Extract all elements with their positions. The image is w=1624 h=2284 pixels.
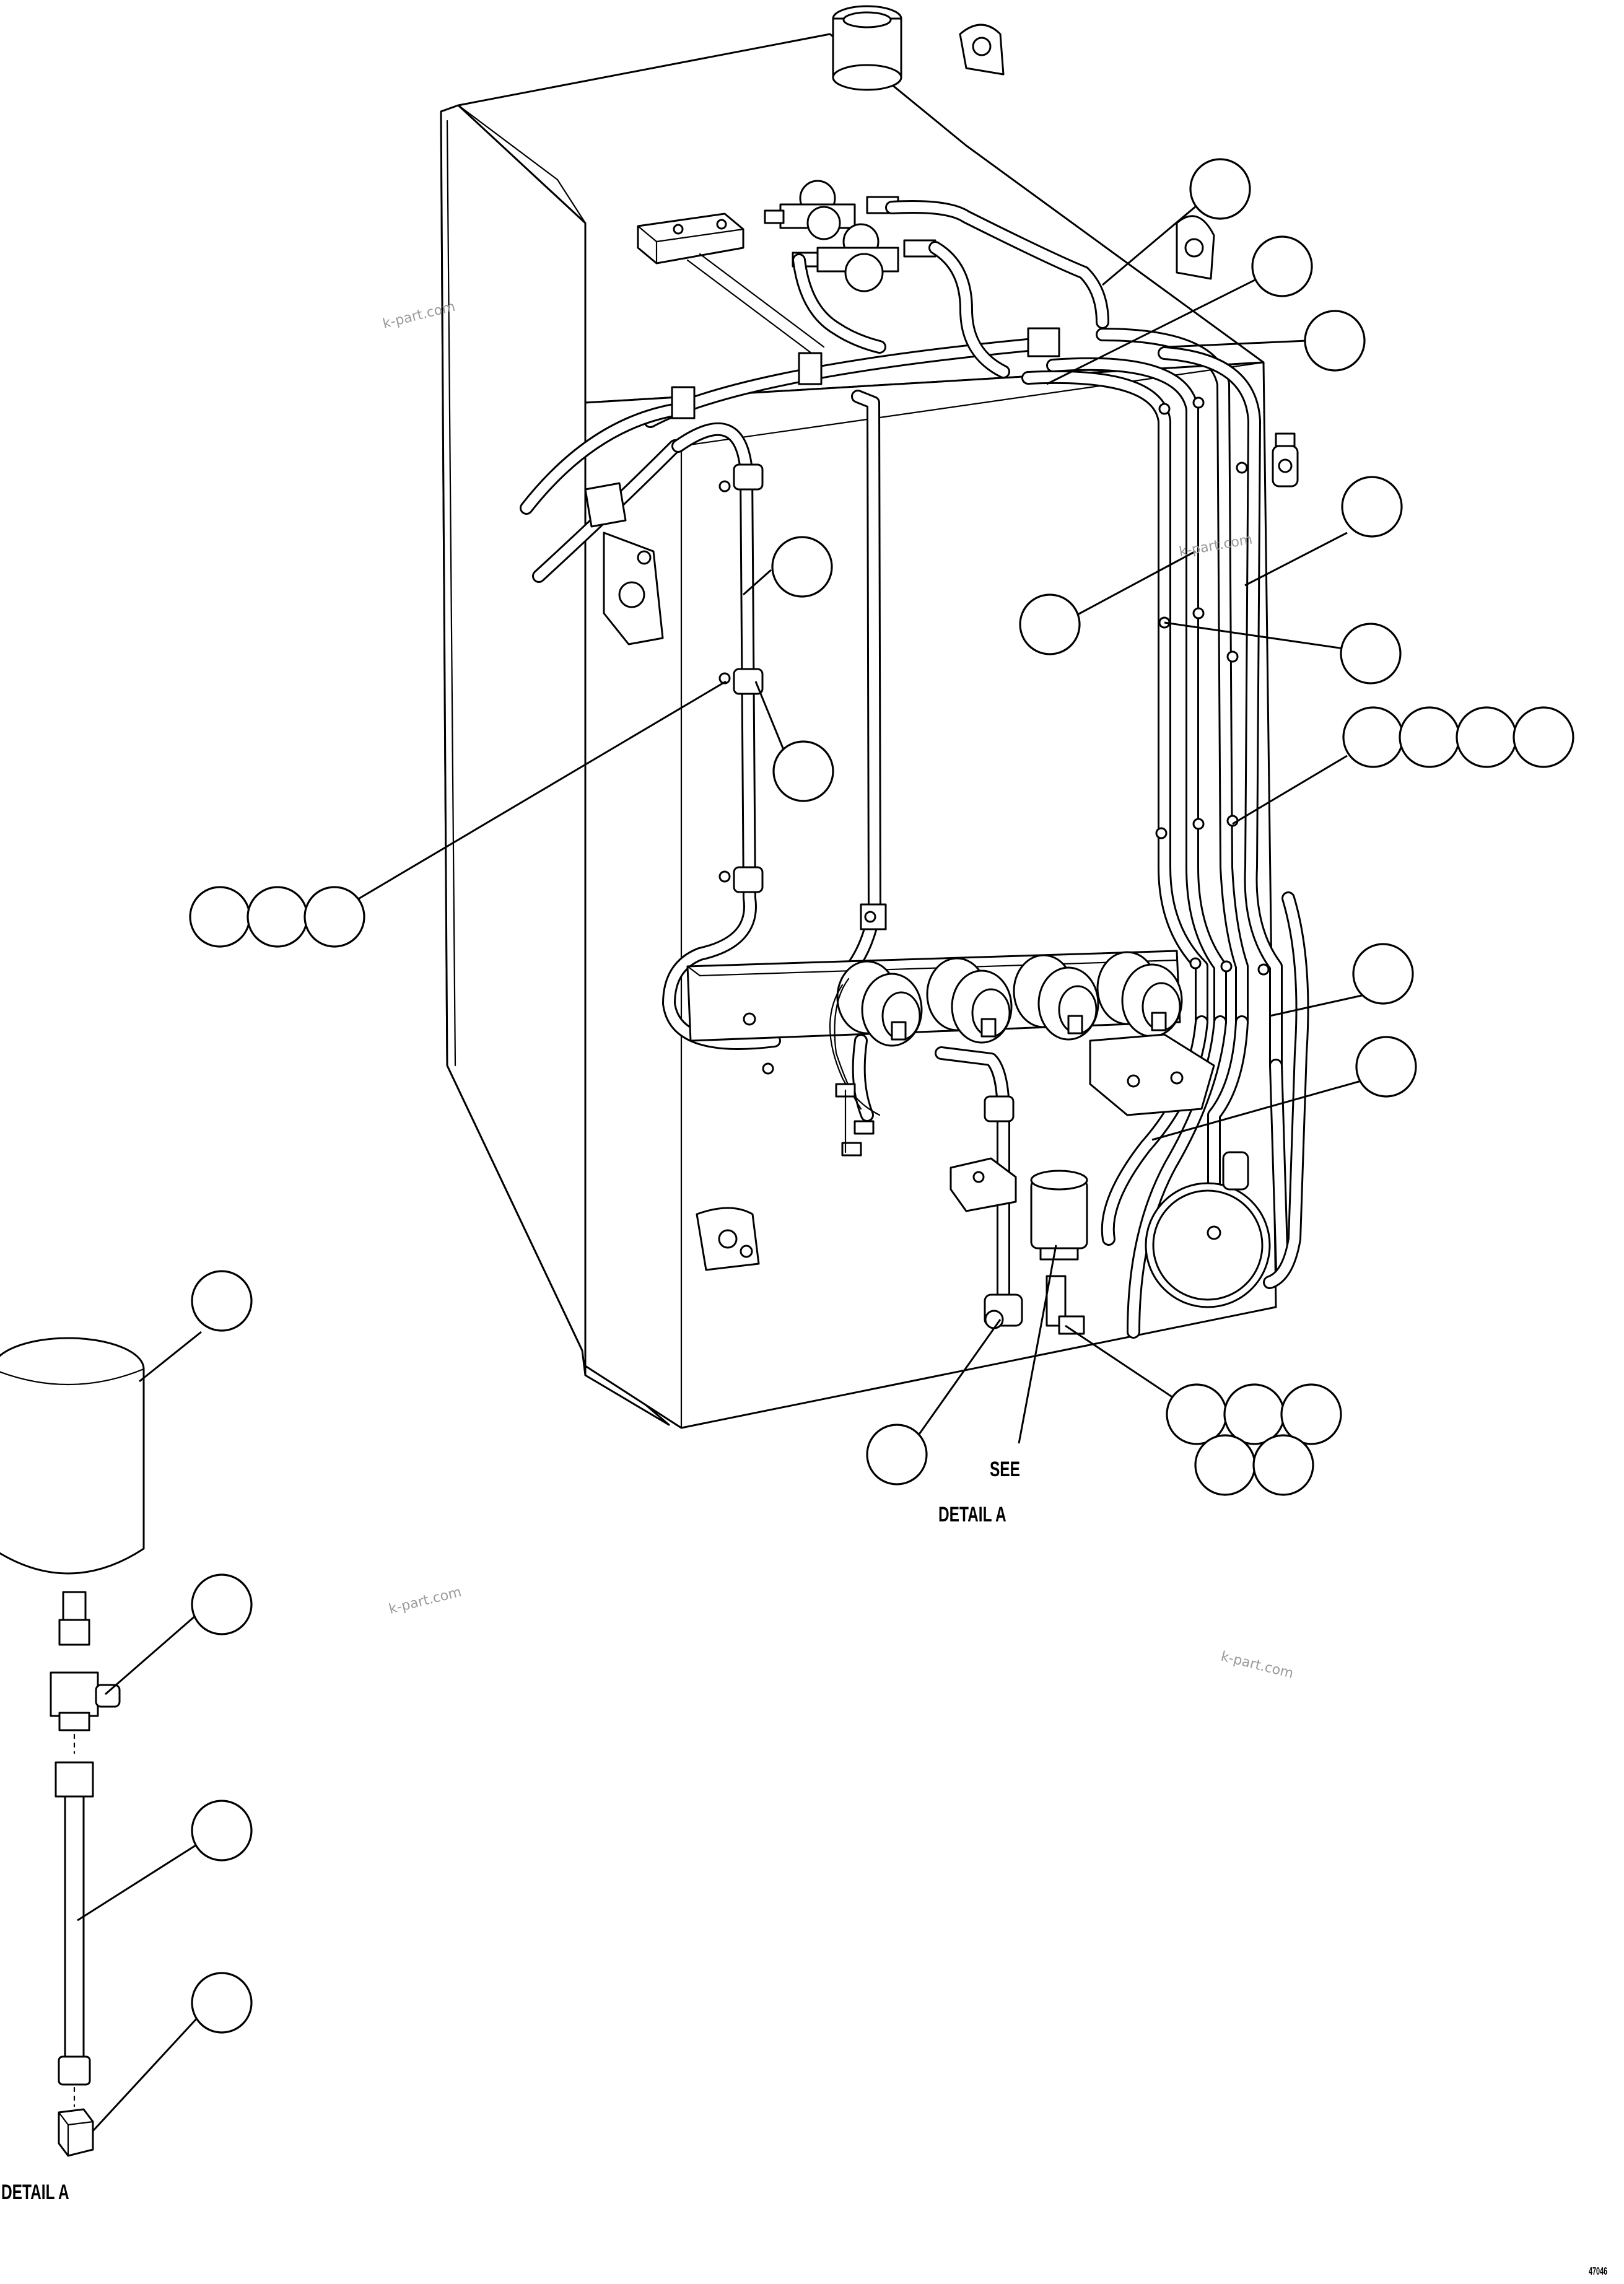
callout-bubble bbox=[1304, 310, 1366, 372]
callout-bubble bbox=[247, 886, 308, 948]
elbow-fitting bbox=[984, 1293, 1023, 1329]
callout-bubbles bbox=[189, 158, 1574, 2034]
callout-bubble bbox=[1280, 1383, 1342, 1445]
see-label: SEE bbox=[990, 1458, 1020, 1481]
wiring-harness bbox=[829, 978, 881, 1157]
callout-bubble bbox=[1194, 1434, 1256, 1496]
detail-a-connector bbox=[58, 2108, 94, 2157]
watermark: k-part.com bbox=[387, 1585, 463, 1617]
callout-bubble bbox=[1456, 706, 1517, 768]
watermark: k-part.com bbox=[1220, 1649, 1295, 1682]
callout-bubble bbox=[1513, 706, 1574, 768]
callout-bubble bbox=[1342, 706, 1404, 768]
callout-bubble bbox=[191, 1270, 253, 1332]
lower-bracket bbox=[950, 1157, 1017, 1212]
mounting-bracket bbox=[1089, 1033, 1215, 1116]
hydraulic-tank bbox=[440, 5, 1277, 1429]
solenoid-coil bbox=[836, 960, 923, 1047]
valve-assembly bbox=[764, 180, 936, 292]
callout-bubble bbox=[191, 1972, 253, 2034]
detail-a-filter bbox=[0, 1337, 145, 1575]
filler-neck bbox=[832, 5, 902, 91]
callout-bubble bbox=[1189, 158, 1251, 220]
callout-bubble bbox=[1340, 623, 1402, 685]
top-cover-plate bbox=[637, 212, 744, 265]
callout-bubble bbox=[772, 740, 834, 802]
callout-bubble bbox=[303, 886, 365, 948]
solenoid-coil bbox=[926, 957, 1013, 1044]
callout-bubble bbox=[1251, 235, 1313, 297]
detail-a-title: DETAIL A bbox=[1, 2181, 69, 2204]
callout-bubble bbox=[1019, 593, 1081, 655]
callout-bubble bbox=[191, 1800, 253, 1862]
solenoid-coil bbox=[1013, 954, 1099, 1041]
detail-a-tube bbox=[55, 1761, 94, 2086]
callout-bubble bbox=[1223, 1383, 1285, 1445]
callout-bubble bbox=[1352, 943, 1414, 1005]
callout-bubble bbox=[191, 1573, 253, 1635]
callout-bubble bbox=[1341, 476, 1403, 538]
lifting-eye bbox=[959, 24, 1005, 76]
side-fitting bbox=[1272, 432, 1299, 488]
tee-fitting bbox=[1046, 1275, 1085, 1335]
side-bracket bbox=[584, 482, 664, 645]
leader-lines bbox=[77, 185, 1382, 2132]
callout-bubble bbox=[1166, 1383, 1228, 1445]
tank-foot bbox=[696, 1207, 760, 1271]
callout-bubble bbox=[189, 886, 251, 948]
callout-bubble bbox=[1355, 1036, 1417, 1098]
lifting-eye bbox=[1176, 215, 1215, 280]
drawing-number: 47046 bbox=[1589, 2265, 1607, 2277]
callout-bubble bbox=[866, 1424, 928, 1485]
see-detail-label: DETAIL A bbox=[938, 1503, 1006, 1526]
return-filter-housing bbox=[1145, 1151, 1271, 1308]
detail-a-tee-fitting bbox=[50, 1591, 121, 1731]
accumulator bbox=[1030, 1170, 1088, 1261]
callout-bubble bbox=[1252, 1434, 1314, 1496]
callout-bubble bbox=[771, 536, 833, 598]
callout-bubble bbox=[1399, 706, 1460, 768]
solenoid-coil bbox=[1096, 951, 1183, 1038]
